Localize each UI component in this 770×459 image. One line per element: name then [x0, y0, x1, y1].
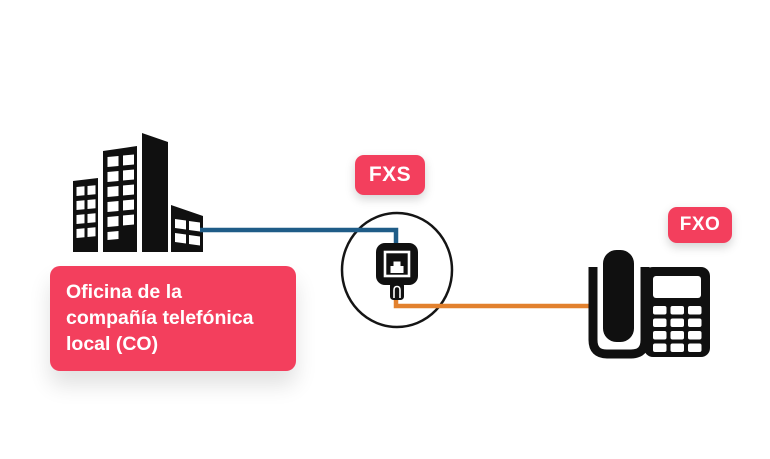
co-office-label-line: local (CO)	[66, 333, 159, 355]
co-office-label: Oficina de la compañía telefónica local …	[50, 266, 296, 371]
fxs-badge: FXS	[355, 155, 425, 195]
co-office-label-line: compañía telefónica	[66, 307, 254, 329]
office-buildings-icon	[73, 133, 203, 252]
building-windows	[76, 154, 200, 246]
phone-keypad	[653, 306, 702, 352]
desk-phone-icon	[588, 250, 710, 359]
co-office-label-line: Oficina de la	[66, 281, 182, 303]
phone-wall-jack-icon	[376, 243, 418, 300]
fxo-badge: FXO	[668, 207, 732, 243]
